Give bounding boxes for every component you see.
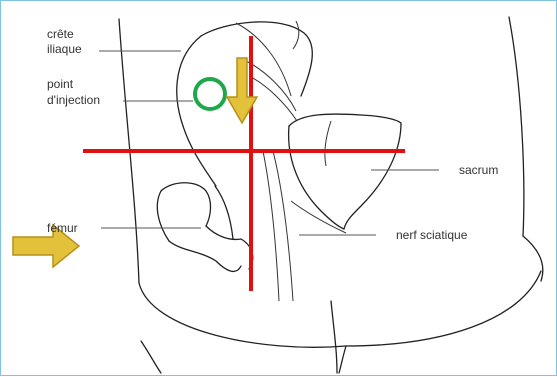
femur-outline	[157, 183, 252, 272]
label-sacrum: sacrum	[459, 163, 498, 177]
label-point-line1: point	[47, 77, 74, 91]
body-outline	[119, 17, 543, 373]
label-crest-line1: crête	[47, 27, 74, 41]
label-crest-line2: iliaque	[47, 42, 82, 56]
label-sciatic-nerve: nerf sciatique	[396, 228, 468, 242]
injection-point-circle-icon	[195, 79, 225, 109]
label-femur: fémur	[47, 221, 78, 235]
sciatic-nerve-path	[263, 151, 346, 301]
sacrum-outline	[289, 114, 401, 229]
label-point-line2: d'injection	[47, 93, 100, 107]
